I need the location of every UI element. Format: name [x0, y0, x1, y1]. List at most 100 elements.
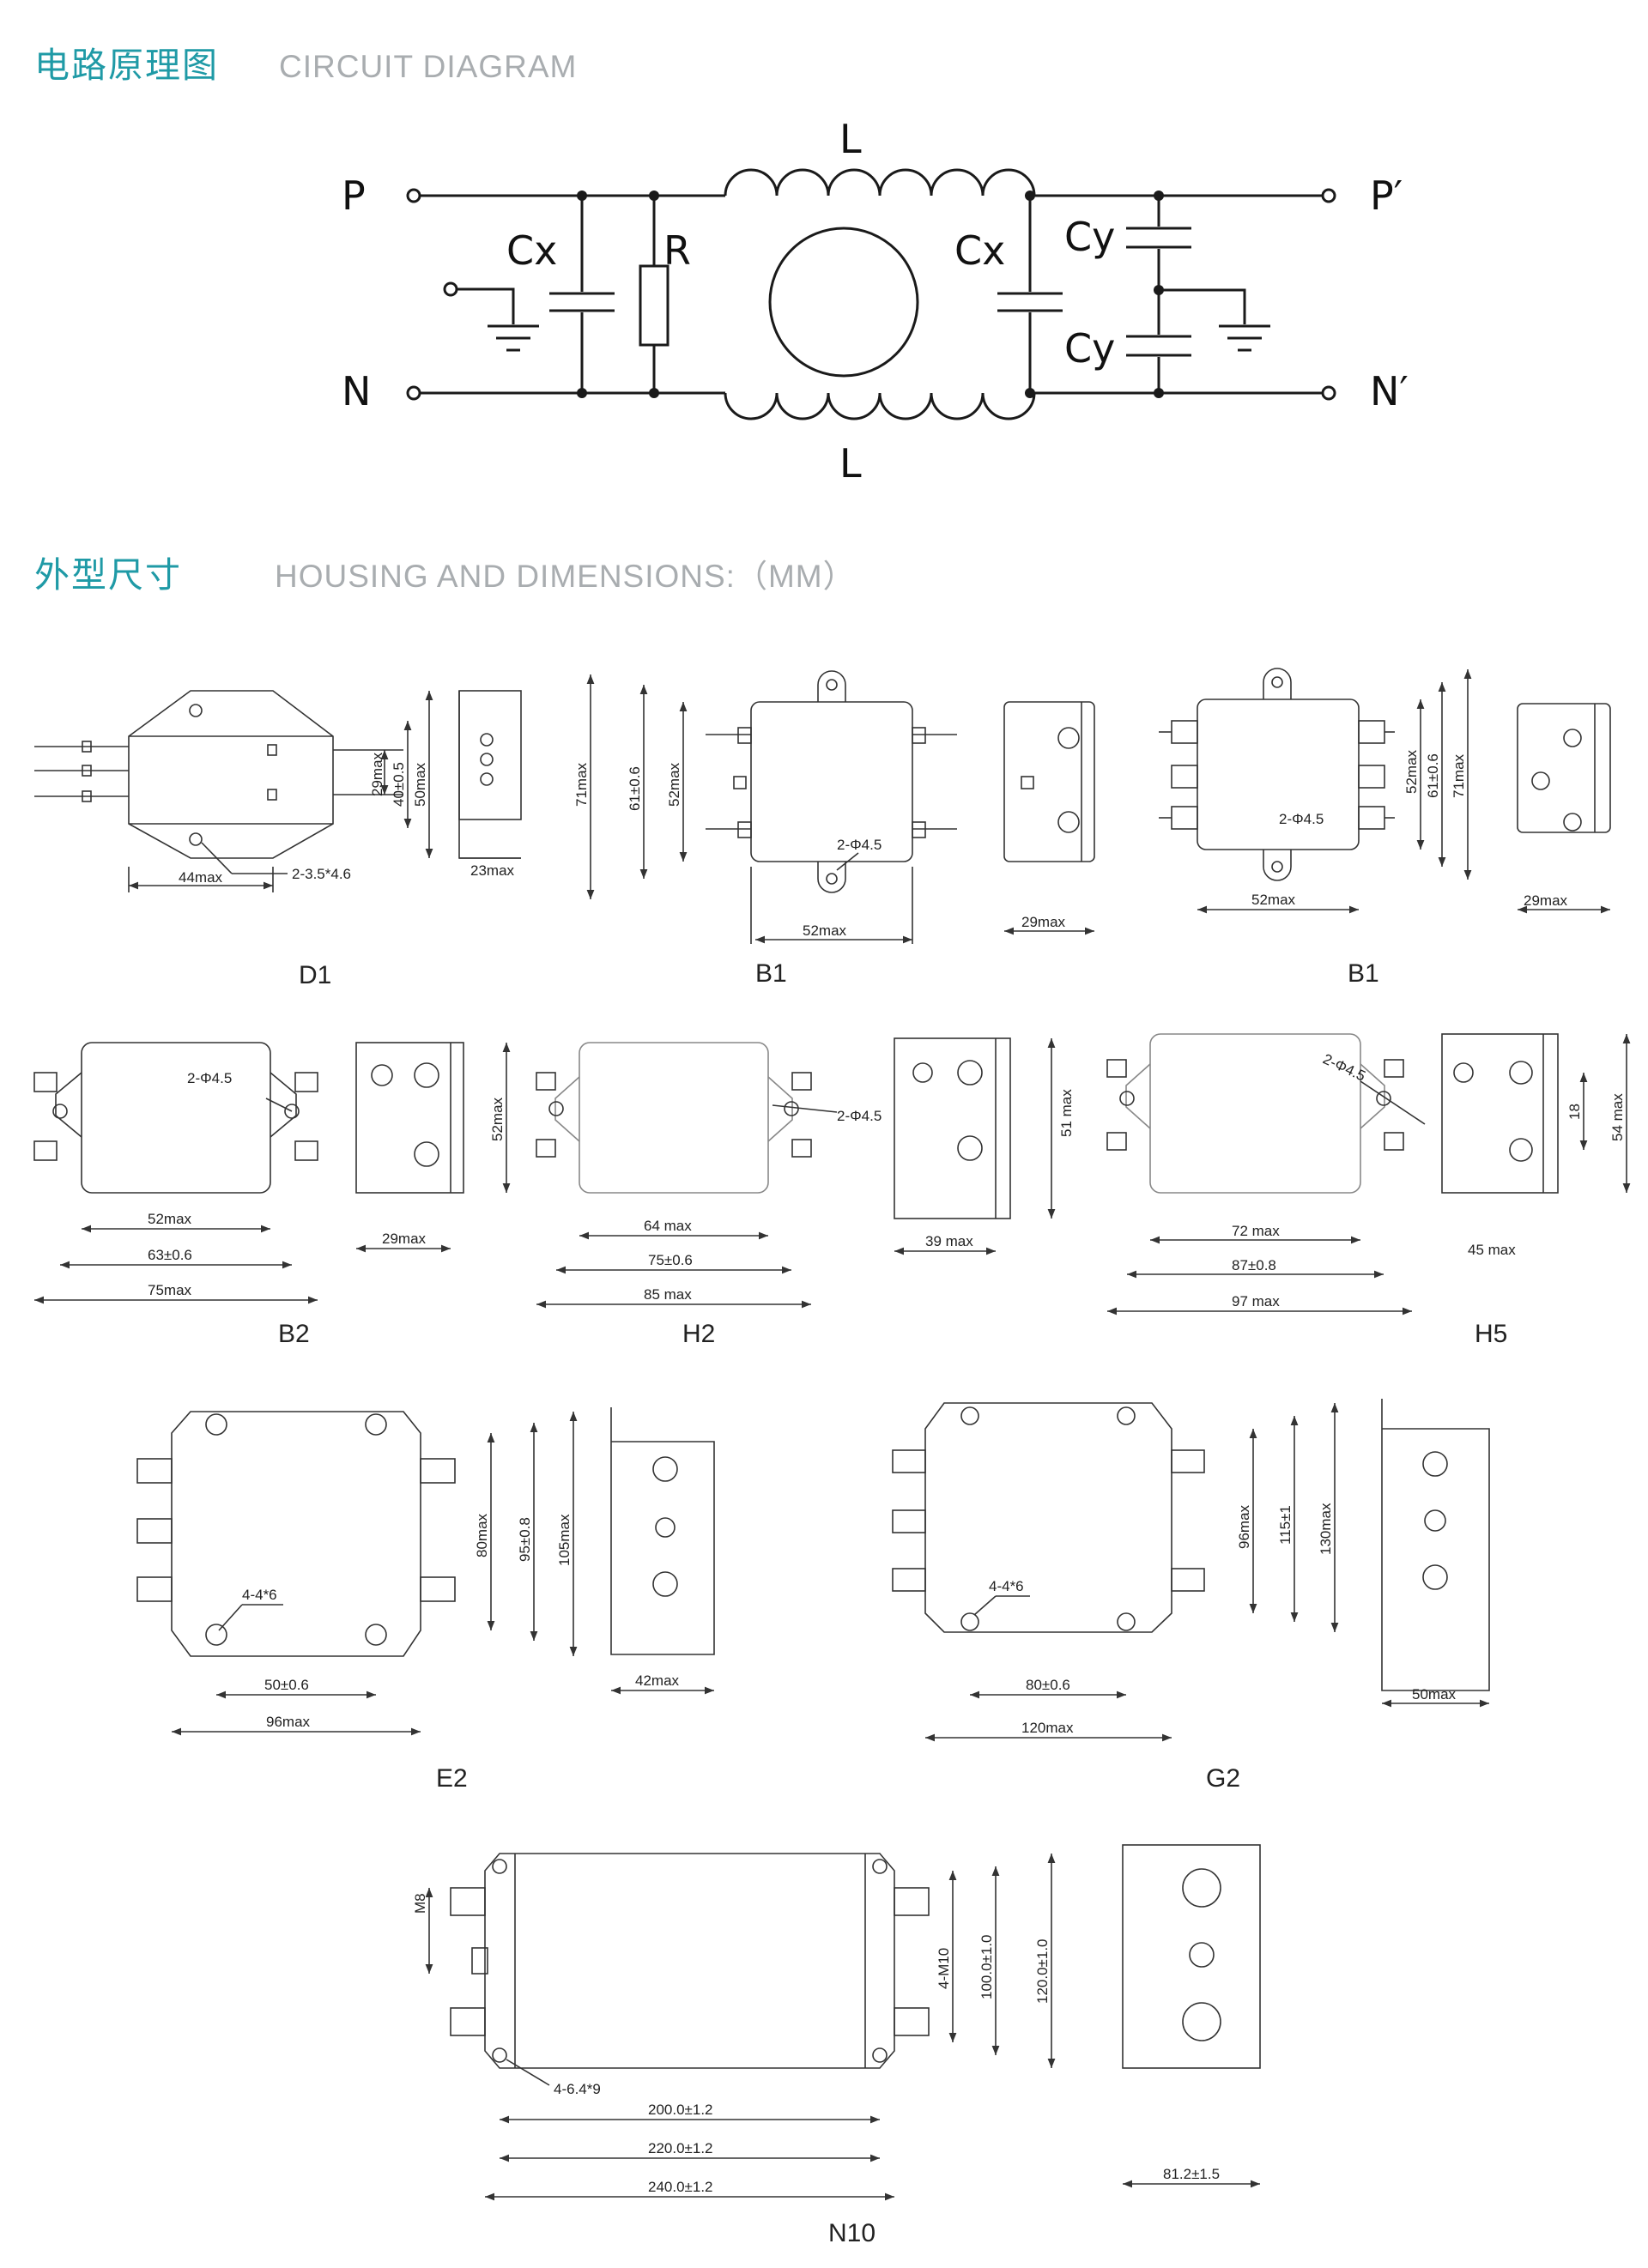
h5-h1: 18: [1566, 1104, 1583, 1120]
b1b-title: B1: [1348, 959, 1379, 988]
h2-w2: 75±0.6: [648, 1252, 693, 1268]
g2-side: 50max: [1412, 1686, 1457, 1703]
label-p-out: P′: [1370, 172, 1403, 219]
b1a-title: B1: [755, 959, 787, 988]
model-b2: [33, 1042, 511, 1304]
b2-hole: 2-Φ4.5: [187, 1070, 232, 1086]
g2-w2: 120max: [1021, 1720, 1074, 1736]
d1-d1: 29max: [369, 752, 385, 796]
circuit-diagram: [406, 168, 1336, 420]
e2-w1: 50±0.6: [264, 1677, 309, 1693]
b1a-hole: 2-Φ4.5: [837, 837, 882, 853]
e2-title: E2: [436, 1764, 468, 1793]
model-g2: [892, 1399, 1490, 1742]
e2-h2: 95±0.8: [517, 1517, 533, 1562]
n10-h1: 100.0±1.0: [978, 1934, 995, 1999]
inductor-top: [724, 168, 1036, 197]
label-r: R: [663, 227, 691, 274]
b2-w3: 75max: [148, 1282, 192, 1298]
circuit-labels: P N P′ N′ L L Cx Cx R Cy Cy: [342, 116, 1409, 487]
h5-h2: 54 max: [1609, 1093, 1626, 1141]
h2-title: H2: [682, 1320, 715, 1348]
h2-w1: 64 max: [644, 1218, 692, 1234]
d1-title: D1: [299, 961, 331, 989]
h2-hole: 2-Φ4.5: [837, 1108, 882, 1124]
e2-hole: 4-4*6: [242, 1587, 277, 1603]
h2-w3: 85 max: [644, 1286, 692, 1303]
g2-title: G2: [1206, 1764, 1240, 1793]
terminal-p-out: [1321, 188, 1336, 203]
b1b-h1: 52max: [1403, 749, 1420, 794]
model-d1: [34, 690, 522, 892]
circuit-title-en: CIRCUIT DIAGRAM: [279, 49, 578, 84]
n10-thread: M8: [412, 1893, 428, 1914]
b1a-h2: 61±0.6: [627, 766, 643, 811]
h5-w3: 97 max: [1232, 1293, 1280, 1309]
g2-w1: 80±0.6: [1026, 1677, 1070, 1693]
b1a-side: 29max: [1021, 914, 1066, 930]
terminal-ground: [443, 281, 458, 297]
model-b1-right: [1159, 668, 1611, 914]
b1b-side: 29max: [1524, 892, 1568, 909]
label-cx-left: Cx: [506, 227, 557, 274]
h2-side: 39 max: [925, 1233, 973, 1249]
housing-title-en: HOUSING AND DIMENSIONS:（MM）: [275, 559, 856, 594]
dimension-labels: 29max 40±0.5 50max 44max 2-3.5*4.6 23max…: [148, 749, 1626, 2247]
g2-hole: 4-4*6: [989, 1578, 1024, 1594]
n10-w3: 240.0±1.2: [648, 2179, 713, 2195]
circuit-section-header: 电路原理图 CIRCUIT DIAGRAM: [34, 36, 577, 88]
e2-h3: 105max: [556, 1514, 573, 1566]
h5-w1: 72 max: [1232, 1223, 1280, 1239]
g2-h1: 96max: [1236, 1504, 1252, 1549]
n10-bolt: 4-M10: [936, 1948, 952, 1989]
n10-h2: 120.0±1.0: [1034, 1938, 1051, 2004]
label-p: P: [342, 172, 366, 219]
circuit-title-cn: 电路原理图: [34, 45, 219, 86]
terminal-n-out: [1321, 385, 1336, 401]
label-n: N: [342, 368, 371, 414]
h5-w2: 87±0.8: [1232, 1257, 1276, 1273]
b2-w2: 63±0.6: [148, 1247, 192, 1263]
label-l-top: L: [839, 116, 862, 162]
n10-title: N10: [828, 2219, 876, 2247]
d1-d4: 44max: [179, 869, 223, 886]
model-h5: [1106, 1033, 1631, 1315]
h5-side: 45 max: [1468, 1242, 1516, 1258]
e2-w2: 96max: [266, 1714, 311, 1730]
n10-hole: 4-6.4*9: [554, 2081, 601, 2097]
h2-h: 51 max: [1058, 1089, 1075, 1137]
n10-side: 81.2±1.5: [1163, 2166, 1220, 2182]
b1b-h2: 61±0.6: [1425, 753, 1441, 798]
b1b-w: 52max: [1251, 892, 1296, 908]
g2-h2: 115±1: [1277, 1505, 1294, 1545]
b1a-h3: 52max: [666, 762, 682, 807]
housing-section-header: 外型尺寸 HOUSING AND DIMENSIONS:（MM）: [34, 546, 856, 597]
g2-h3: 130max: [1318, 1503, 1334, 1555]
inductor-bottom: [724, 392, 1036, 420]
n10-w2: 220.0±1.2: [648, 2140, 713, 2156]
d1-side: 23max: [470, 862, 515, 879]
d1-d3: 50max: [412, 762, 428, 807]
b1b-hole: 2-Φ4.5: [1279, 811, 1324, 827]
model-h2: [536, 1037, 1056, 1309]
label-cy-top: Cy: [1064, 214, 1115, 260]
b1a-h1: 71max: [573, 762, 590, 807]
label-cy-bottom: Cy: [1064, 325, 1115, 372]
b2-side: 29max: [382, 1231, 427, 1247]
model-b1-front: [586, 670, 1095, 944]
b1a-w: 52max: [803, 922, 847, 939]
label-cx-right: Cx: [954, 227, 1005, 274]
terminal-n: [406, 385, 421, 401]
model-e2: [136, 1407, 715, 1736]
b2-h: 52max: [489, 1097, 506, 1141]
h5-title: H5: [1475, 1320, 1507, 1348]
label-l-bottom: L: [839, 440, 862, 487]
e2-side: 42max: [635, 1672, 680, 1689]
label-n-out: N′: [1370, 368, 1409, 414]
core: [768, 227, 919, 378]
b1b-h3: 71max: [1451, 753, 1467, 798]
d1-hole: 2-3.5*4.6: [292, 866, 351, 882]
d1-d2: 40±0.5: [391, 762, 407, 807]
terminal-p: [406, 188, 421, 203]
